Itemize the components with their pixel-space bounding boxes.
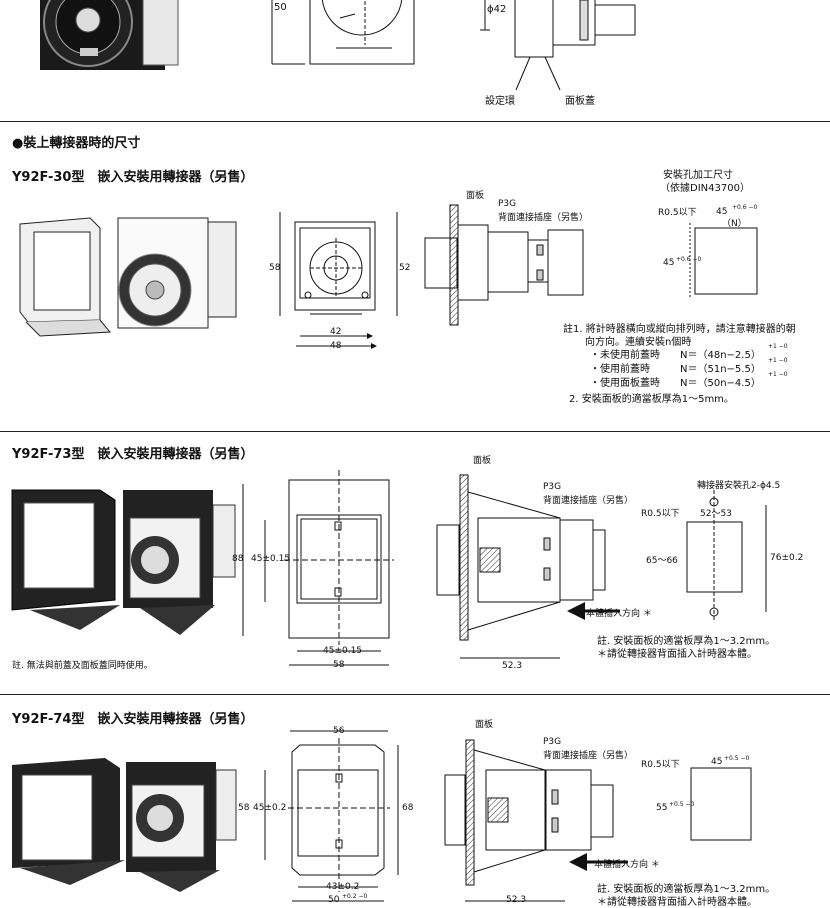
y92f73-dim-45v: 45±0.15 [251,554,291,564]
y92f73-timer-photo [123,490,236,635]
y92f73-hole-r: R0.5以下 [641,509,680,519]
y92f74-dim-56: 56 [333,726,345,736]
y92f73-title: Y92F-73型 嵌入安裝用轉接器（另售） [12,447,254,462]
y92f73-label-socket: 背面連接插座（另售） [543,496,634,506]
y92f74-hole-w-tol: +0.5 −0 [724,755,750,762]
y92f73-dim-45h: 45±0.15 [323,646,363,656]
y92f73-note-1: 註. 安裝面板的適當板厚為1～3.2mm。 [597,636,776,647]
y92f30-note-5-tol: +1 −0 [768,371,788,378]
y92f74-note-2: ＊請從轉接器背面插入計時器本體。 [597,897,757,908]
y92f30-hole-n: （N） [722,219,747,229]
dim-phi42: ϕ42 [487,4,507,15]
y92f73-side-drawing [436,474,620,659]
y92f30-note-5: ・使用面板蓋時 N＝（50n−4.5） [590,378,761,389]
y92f73-label-p3g: P3G [543,482,562,492]
y92f73-label-panel: 面板 [473,456,492,466]
divider-top [0,121,830,122]
y92f30-note-3: ・未使用前蓋時 N＝（48n−2.5） [590,350,761,361]
y92f74-dim-58: 58 [238,803,250,813]
y92f30-dim-58: 58 [269,263,281,273]
y92f30-hole-h-tol: +0.6 −0 [676,256,702,263]
y92f73-hole-76: 76±0.2 [770,553,804,563]
y92f73-note-2: ＊請從轉接器背面插入計時器本體。 [597,649,757,660]
y92f73-dim-58: 58 [333,660,345,670]
y92f74-label-panel: 面板 [475,720,494,730]
y92f30-timer-photo [117,217,237,329]
y92f30-dim-48: 48 [330,341,342,351]
y92f30-note-6: 2. 安裝面板的適當板厚為1～5mm。 [569,394,734,405]
y92f74-title: Y92F-74型 嵌入安裝用轉接器（另售） [12,712,254,727]
y92f30-hole-w-tol: +0.6 −0 [732,204,758,211]
dim-50-top: 50 [274,2,287,13]
y92f73-note-left: 註. 無法與前蓋及面板蓋同時使用。 [12,661,153,671]
y92f30-hole-w: 45 [716,207,728,217]
y92f74-dim-68: 68 [402,803,414,813]
y92f74-dim-50: 50 [328,895,340,905]
y92f74-label-socket: 背面連接插座（另售） [543,751,634,761]
y92f30-dim-52: 52 [399,263,411,273]
y92f74-adapter-photo [12,758,125,885]
y92f30-note-3-tol: +1 −0 [768,343,788,350]
y92f74-dim-50-tol: +0.2 −0 [342,893,368,900]
top-timer-photo [40,0,179,70]
y92f30-hole-r: R0.5以下 [658,208,697,218]
y92f73-hole-drawing [686,490,767,622]
y92f73-front-drawing [242,470,394,666]
y92f30-title: Y92F-30型 嵌入安裝用轉接器（另售） [12,170,254,185]
y92f74-label-p3g: P3G [543,737,562,747]
y92f74-timer-photo [126,762,237,892]
y92f30-note-2: 向方向。連續安裝n個時 [585,337,692,348]
y92f30-front-drawing [279,212,398,349]
y92f73-hole-label: 轉接器安裝孔2-ϕ4.5 [697,481,781,491]
y92f30-hole-drawing [689,223,758,299]
y92f73-adapter-photo [11,489,120,630]
y92f74-insert-dir: 本體插入方向 ＊ [594,860,660,870]
y92f73-dim-88: 88 [232,554,244,564]
section-heading: ●裝上轉接器時的尺寸 [12,136,141,151]
y92f30-adapter-photo [19,217,112,337]
y92f30-hole-subtitle: （依據DIN43700） [660,183,750,194]
y92f30-note-1: 註1. 將計時器橫向或縱向排列時，請注意轉接器的朝 [563,324,796,335]
y92f30-hole-title: 安裝孔加工尺寸 [663,170,733,181]
divider-74 [0,694,830,695]
y92f74-hole-h: 55 [656,803,668,813]
y92f30-label-p3g: P3G [498,199,517,209]
y92f74-dim-45: 45±0.2 [253,803,287,813]
y92f74-front-drawing [264,730,399,902]
y92f73-dim-52-3: 52.3 [502,661,523,671]
y92f74-hole-drawing [690,767,752,841]
y92f74-dim-52-3: 52.3 [506,895,527,905]
y92f74-hole-h-tol: +0.5 −0 [669,801,695,808]
y92f74-dim-43: 43±0.2 [326,882,360,892]
y92f30-dim-42: 42 [330,327,342,337]
y92f74-note-1: 註. 安裝面板的適當板厚為1～3.2mm。 [597,884,776,895]
y92f73-insert-dir: 本體插入方向 ＊ [586,609,652,619]
y92f74-side-drawing [444,739,628,902]
top-front-view [271,0,415,65]
label-setting-ring: 設定環 [485,96,515,107]
y92f30-label-panel: 面板 [466,191,485,201]
label-panel-cover: 面板蓋 [565,96,595,107]
y92f30-hole-h: 45 [663,258,675,268]
y92f30-label-socket: 背面連接插座（另售） [498,213,589,223]
top-side-view [480,0,636,91]
y92f74-hole-r: R0.5以下 [641,760,680,770]
y92f73-hole-65-66: 65～66 [646,556,678,566]
y92f73-hole-52-53: 52～53 [700,509,732,519]
y92f74-hole-w: 45 [711,757,723,767]
y92f30-note-4: ・使用前蓋時 N＝（51n−5.5） [590,364,761,375]
divider-73 [0,431,830,432]
y92f30-note-4-tol: +1 −0 [768,357,788,364]
y92f30-side-drawing [424,204,584,326]
